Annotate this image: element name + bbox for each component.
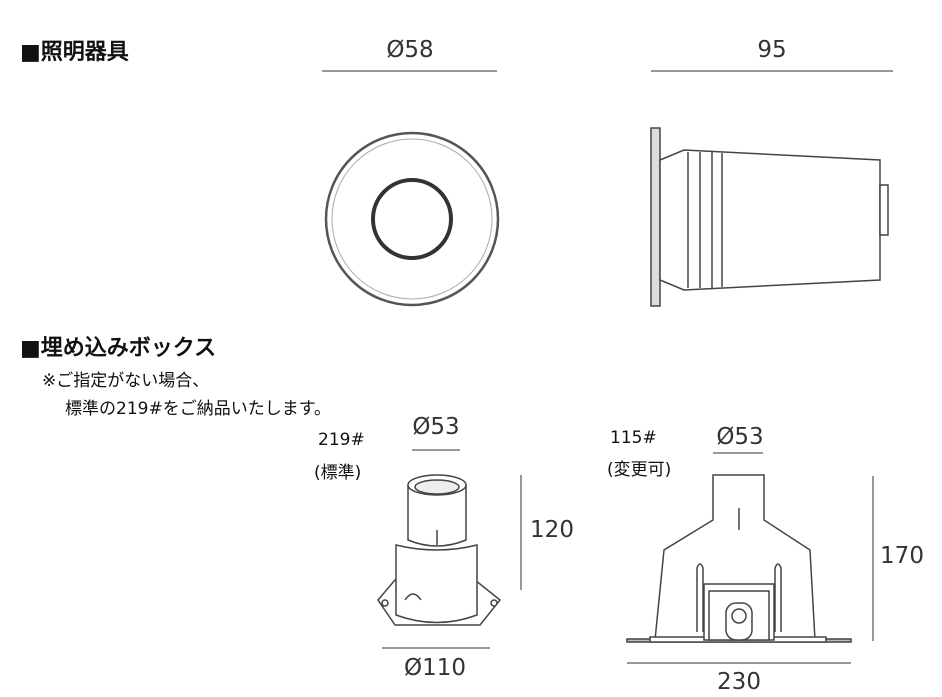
box-optional-model: 115# xyxy=(610,428,657,448)
box-optional-tag: (変更可) xyxy=(607,460,672,480)
fixture-side-view xyxy=(650,127,889,307)
fixture-front-view xyxy=(324,131,500,307)
box-standard-model: 219# xyxy=(318,430,365,450)
dim-diameter-58: Ø58 xyxy=(386,37,434,63)
box-standard-dim-top: Ø53 xyxy=(412,414,460,440)
box-optional-dim-top: Ø53 xyxy=(716,424,764,450)
box-219-drawing xyxy=(377,474,502,626)
box-note-line2: 標準の219#をご納品いたします。 xyxy=(65,399,331,419)
box-note-line1: ※ご指定がない場合、 xyxy=(42,371,210,391)
box-115-drawing xyxy=(626,474,852,643)
dim-length-95: 95 xyxy=(757,37,787,63)
box-heading: ■埋め込みボックス xyxy=(20,336,217,361)
box-standard-dim-base: Ø110 xyxy=(403,655,466,681)
box-standard-dim-height: 120 xyxy=(530,517,574,543)
box-standard-tag: (標準) xyxy=(314,463,362,483)
box-optional-dim-base: 230 xyxy=(717,669,761,695)
fixture-heading: ■照明器具 xyxy=(20,40,129,65)
box-optional-dim-height: 170 xyxy=(880,543,924,569)
